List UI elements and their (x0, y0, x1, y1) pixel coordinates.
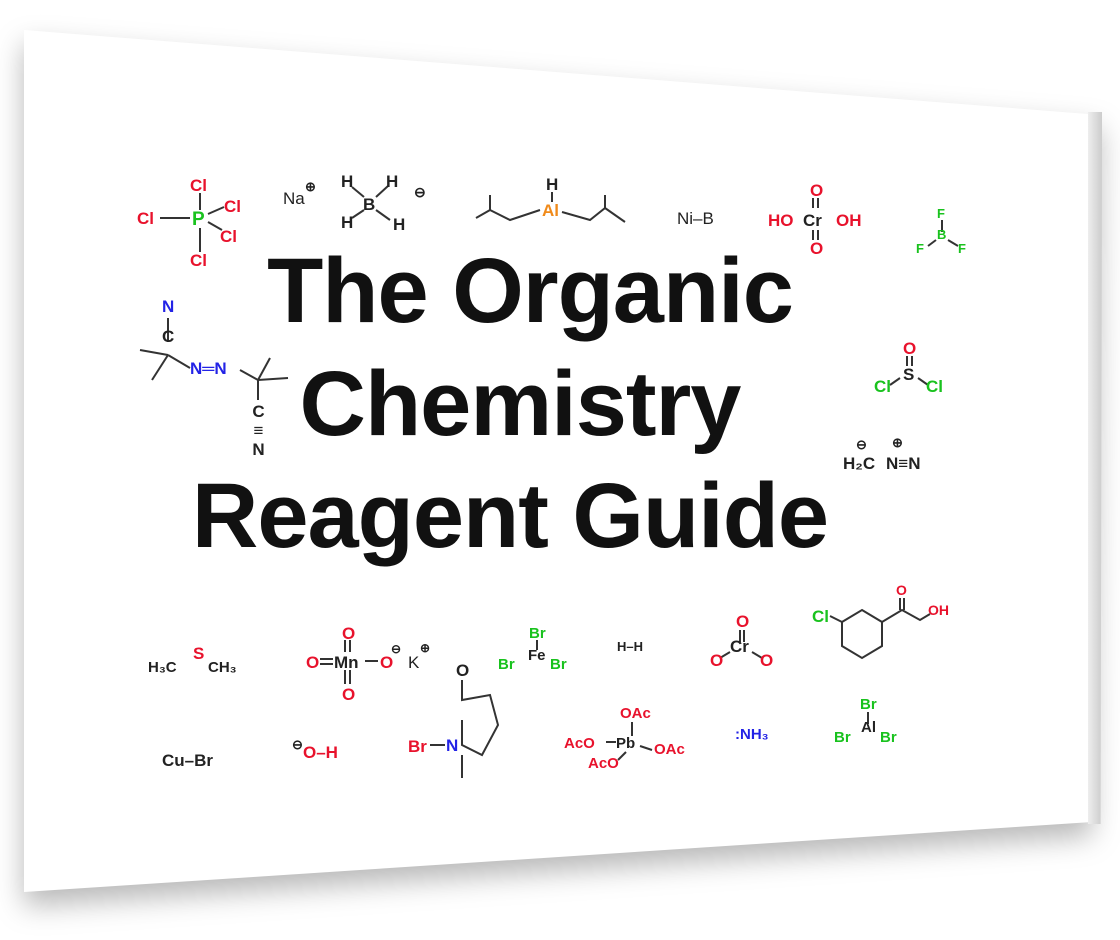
dms-ch3: CH₃ (208, 659, 237, 676)
diazo-h2c: H₂C (843, 454, 876, 473)
dms-s: S (193, 644, 205, 663)
mcpba-o: O (896, 582, 907, 598)
nickel-boride: Ni–B (677, 209, 714, 228)
mn-o: O (342, 685, 356, 704)
nbs-o: O (456, 661, 470, 680)
chromic-o: O (810, 239, 824, 258)
diazo-n2: N≡N (886, 454, 921, 473)
cubr: Cu–Br (162, 751, 214, 770)
chromic-o: O (810, 181, 824, 200)
pcl5-cl-right-up: Cl (224, 197, 241, 216)
potassium: K (408, 653, 420, 672)
aibn-n: N (162, 297, 175, 316)
pb-aco: AcO (564, 735, 595, 752)
socl2-s: S (903, 365, 915, 384)
pb-oac: OAc (620, 705, 651, 722)
chromic-ho: HO (768, 211, 794, 230)
title-line-3: Reagent Guide (191, 465, 829, 567)
albr3-al: Al (861, 719, 876, 736)
k-charge: ⊕ (420, 641, 431, 655)
pcl5-cl-bottom: Cl (190, 251, 207, 270)
chromic-oh: OH (836, 211, 862, 230)
nbs-br: Br (408, 737, 427, 756)
aibn-nitrile: C≡N (249, 402, 268, 459)
mn-o: O (306, 653, 320, 672)
mn-o: O (342, 624, 356, 643)
pcl5-cl-right-down: Cl (220, 227, 237, 246)
hydrogen: H–H (617, 639, 644, 654)
mn-center: Mn (334, 653, 359, 672)
febr3-fe: Fe (528, 647, 546, 664)
ammonia: :NH₃ (735, 726, 769, 743)
diazo-pos: ⊕ (892, 435, 903, 450)
cro3-o: O (710, 651, 724, 670)
bf3-f: F (916, 241, 924, 256)
dms-h3c: H₃C (148, 659, 177, 676)
aibn-azo: N═N (190, 359, 227, 378)
bh4-h: H (393, 215, 406, 234)
febr3-br: Br (498, 656, 515, 673)
pcl5-cl-top: Cl (190, 176, 207, 195)
pcl5-cl-left: Cl (137, 209, 154, 228)
card-edge (1088, 112, 1102, 824)
pcl5-p: P (192, 209, 205, 230)
cro3-o: O (736, 612, 750, 631)
pb-center: Pb (616, 735, 636, 752)
bf3-f: F (937, 206, 945, 221)
socl2-cl: Cl (926, 377, 943, 396)
dibal-h: H (546, 175, 559, 194)
hydroxide-charge: ⊖ (292, 737, 303, 752)
bh4-h: H (341, 213, 354, 232)
sodium-charge: ⊕ (305, 179, 316, 194)
bh4-h: H (386, 172, 399, 191)
mcpba-cl: Cl (812, 607, 829, 626)
cro3-cr: Cr (730, 637, 749, 656)
diazo-neg: ⊖ (856, 437, 867, 452)
title-line-1: The Organic (267, 240, 794, 342)
title-line-2: Chemistry (299, 353, 742, 455)
bf3-f: F (958, 241, 966, 256)
hydroxide: O–H (303, 743, 338, 762)
chromic-cr: Cr (803, 211, 822, 230)
pb-oac: OAc (654, 741, 685, 758)
cro3-o: O (760, 651, 774, 670)
mcpba-oh: OH (928, 602, 949, 618)
aibn-c: C (162, 327, 175, 346)
albr3-br: Br (834, 729, 851, 746)
bh4-h: H (341, 172, 354, 191)
albr3-br: Br (880, 729, 897, 746)
febr3-br: Br (550, 656, 567, 673)
albr3-br: Br (860, 696, 877, 713)
mn-charge: ⊖ (391, 642, 402, 656)
dibal-al: Al (542, 201, 559, 220)
pb-aco: AcO (588, 755, 619, 772)
bh4-charge: ⊖ (414, 184, 426, 200)
socl2-cl: Cl (874, 377, 891, 396)
febr3-br: Br (529, 625, 546, 642)
sodium-ion: Na (283, 189, 305, 208)
socl2-o: O (903, 339, 917, 358)
nbs-n: N (446, 736, 459, 755)
mn-o-minus: O (380, 653, 394, 672)
bh4-b: B (363, 195, 376, 214)
bf3-b: B (937, 227, 947, 242)
